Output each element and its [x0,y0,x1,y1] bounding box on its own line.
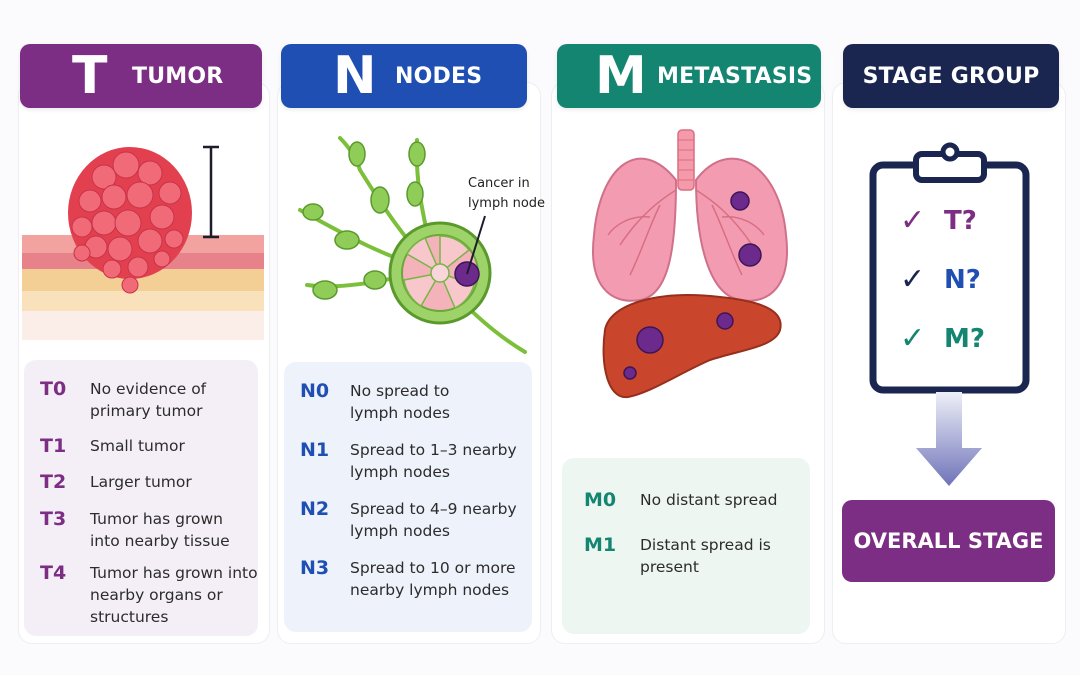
check-item: ✓ T? [900,203,977,238]
tumor-letter: T [72,46,108,106]
stage-code: M0 [584,489,617,511]
check-icon: ✓ [900,321,926,356]
arrow-down-icon [916,392,982,486]
lungs-liver-illustration [592,129,788,399]
list-item: T2 Larger tumor [40,471,258,493]
metastasis-stage-list: M0 No distant spread M1 Distant spread i… [562,458,810,634]
lymph-label-line: Cancer in [468,176,530,191]
lymph-label-line: lymph node [468,196,546,211]
stage-code: N2 [300,498,330,520]
check-label: M? [944,323,985,354]
list-item: T1 Small tumor [40,435,258,457]
stage-description: Larger tumor [90,473,192,491]
metastasis-letter: M [595,46,647,106]
stage-code: N0 [300,380,330,402]
check-label: N? [944,264,981,295]
overall-stage-label: OVERALL STAGE [853,529,1044,553]
nodes-title: NODES [395,63,483,89]
stage-code: T4 [40,562,67,584]
check-icon: ✓ [900,262,926,297]
stage-code: N1 [300,439,330,461]
stage-group-title: STAGE GROUP [862,63,1040,89]
stage-code: T1 [40,435,67,457]
clipboard-icon [869,142,1030,394]
tumor-header: T TUMOR [20,44,262,108]
stage-code: T0 [40,378,67,400]
check-item: ✓ M? [900,321,985,356]
stage-code: N3 [300,557,330,579]
nodes-header: N NODES [281,44,527,108]
metastasis-title: METASTASIS [657,63,813,89]
list-item: M0 No distant spread [584,489,810,511]
check-label: T? [944,205,977,236]
check-item: ✓ N? [900,262,981,297]
metastasis-header: M METASTASIS [557,44,821,108]
stage-group-header: STAGE GROUP [843,44,1059,108]
tumor-illustration [22,145,264,340]
check-icon: ✓ [900,203,926,238]
stage-description: Small tumor [90,437,185,455]
cancer-in-lymph-node-label: Cancer in lymph node [468,174,558,214]
stage-code: T2 [40,471,67,493]
lymph-node-illustration [298,136,527,354]
stage-code: T3 [40,508,67,530]
tumor-title: TUMOR [132,63,224,89]
stage-description: No distant spread [640,491,778,509]
stage-code: M1 [584,534,617,556]
nodes-letter: N [333,46,377,106]
overall-stage-box: OVERALL STAGE [842,500,1055,582]
